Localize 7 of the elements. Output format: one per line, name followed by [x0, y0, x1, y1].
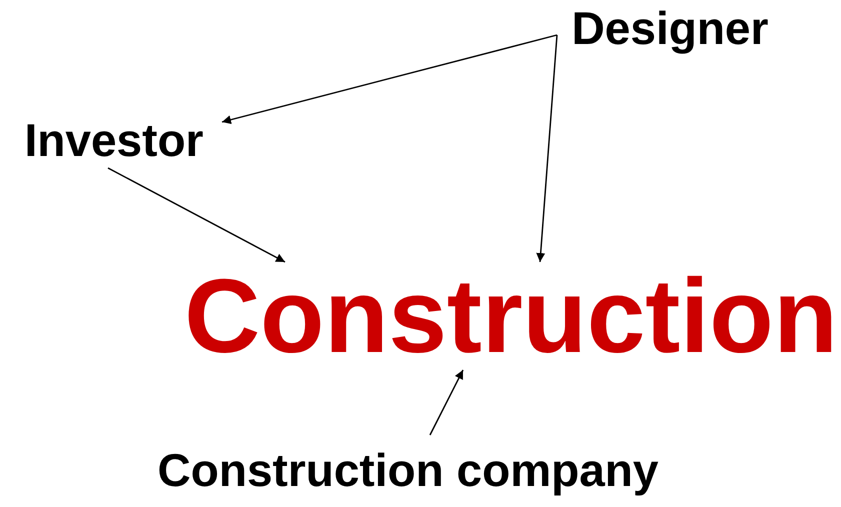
role-label: Construction company	[158, 447, 658, 493]
role-label: Investor	[24, 117, 204, 163]
title-text: Construction	[184, 264, 838, 368]
arrow	[108, 167, 286, 263]
arrow	[429, 370, 464, 436]
arrow	[222, 34, 558, 124]
arrow	[536, 34, 558, 262]
